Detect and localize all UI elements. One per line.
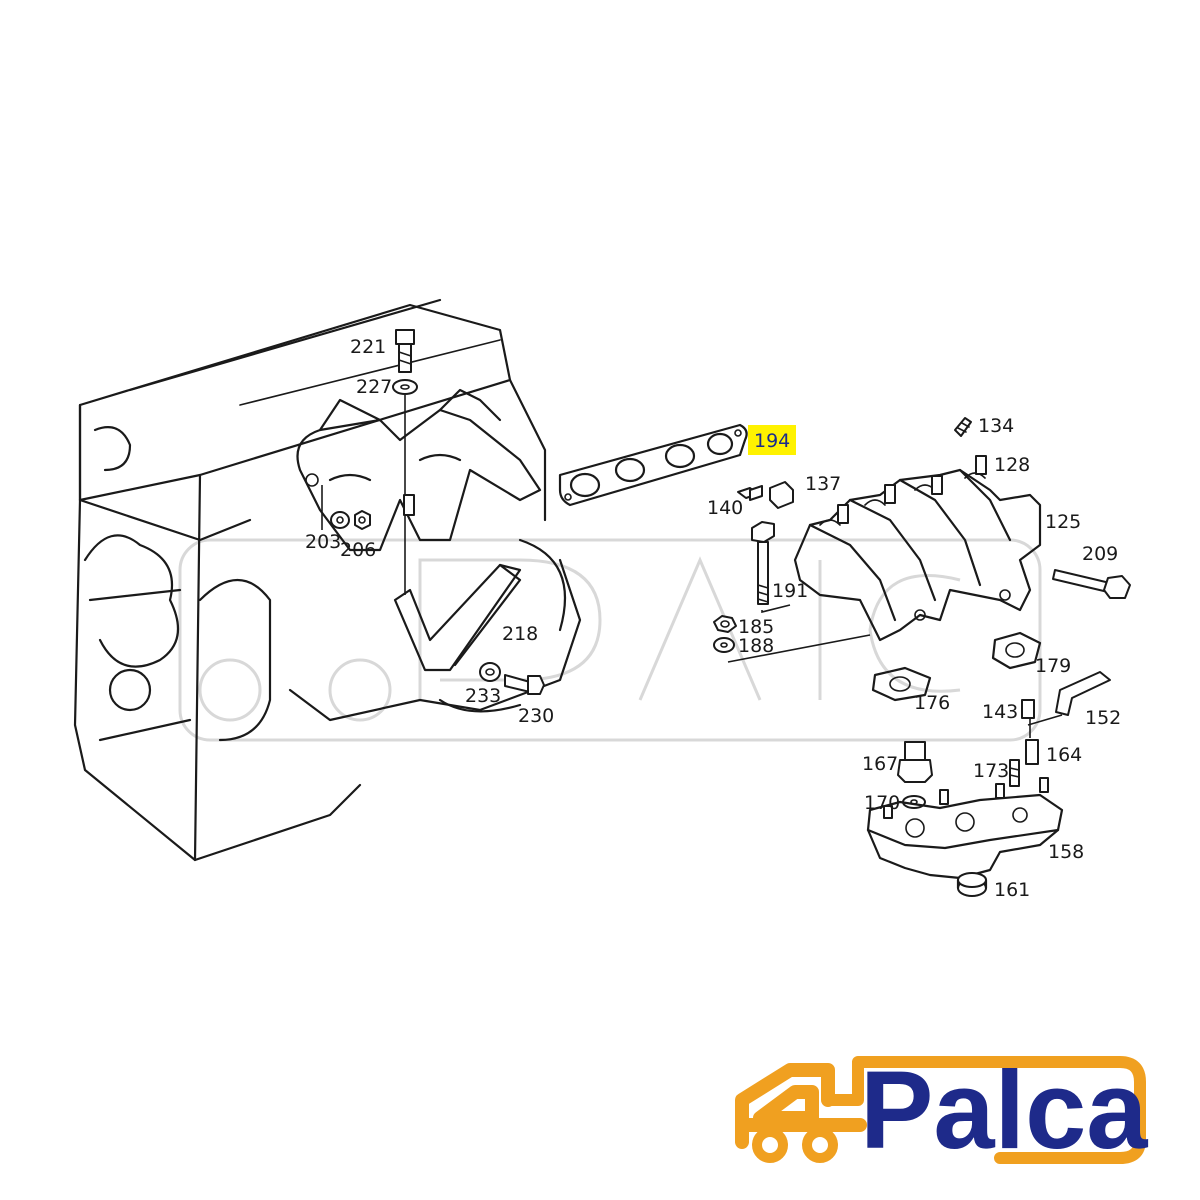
callout-143: 143 (982, 701, 1018, 723)
watermark (178, 538, 1042, 742)
gasket-194 (558, 423, 748, 507)
callout-167: 167 (862, 753, 898, 775)
callout-185: 185 (738, 616, 774, 638)
pipe-152 (1055, 671, 1111, 716)
nut-185 (713, 615, 737, 633)
pin-128 (975, 455, 987, 475)
callout-227: 227 (356, 376, 392, 398)
callout-140: 140 (707, 497, 743, 519)
palca-logo: Palca (735, 1049, 1148, 1172)
gasket-179 (991, 631, 1042, 670)
gasket-176 (871, 666, 932, 702)
bolt-209 (1052, 569, 1131, 599)
truck-icon (735, 1063, 867, 1149)
logo-frame (822, 1056, 1146, 1164)
callout-137: 137 (805, 473, 841, 495)
bolt-191 (751, 521, 775, 605)
callout-230: 230 (518, 705, 554, 727)
callout-158: 158 (1048, 841, 1084, 863)
callout-173: 173 (973, 760, 1009, 782)
stud-173 (1009, 759, 1020, 787)
callout-176: 176 (914, 692, 950, 714)
washer-188 (713, 637, 735, 653)
callout-221: 221 (350, 336, 386, 358)
highlight-194 (748, 425, 796, 455)
stud-204 (403, 494, 415, 516)
brand-name: Palca (860, 1049, 1148, 1172)
callout-125: 125 (1045, 511, 1081, 533)
washer-233 (479, 662, 501, 682)
sleeve-143 (1021, 699, 1035, 719)
callout-164: 164 (1046, 744, 1082, 766)
callout-188: 188 (738, 635, 774, 657)
housing-158 (866, 777, 1064, 880)
callout-191: 191 (772, 580, 808, 602)
intake-manifold-125 (793, 468, 1042, 642)
truck-wheel-rear-icon (802, 1127, 838, 1163)
truck-wheel-front-icon (752, 1127, 788, 1163)
callout-194: 194 (754, 430, 790, 452)
nut-206 (354, 510, 371, 530)
callout-179: 179 (1035, 655, 1071, 677)
callout-170: 170 (864, 792, 900, 814)
callout-209: 209 (1082, 543, 1118, 565)
clip-137 (769, 481, 794, 509)
callout-233: 233 (465, 685, 501, 707)
callout-161: 161 (994, 879, 1030, 901)
screw-140 (737, 485, 763, 501)
plug-161 (956, 872, 988, 897)
callout-206: 206 (340, 539, 376, 561)
bolt-230 (504, 674, 545, 695)
callout-152: 152 (1085, 707, 1121, 729)
callout-218: 218 (502, 623, 538, 645)
sleeve-164 (1025, 739, 1039, 765)
washer-227 (392, 379, 418, 395)
washer-203 (330, 511, 350, 529)
callout-labels: 221 227 203 206 218 233 230 194 134 128 … (305, 336, 1121, 901)
stud-134 (954, 417, 972, 437)
callout-134: 134 (978, 415, 1014, 437)
callout-203: 203 (305, 531, 341, 553)
engine-block-drawing (73, 298, 582, 862)
callout-128: 128 (994, 454, 1030, 476)
bolt-221 (395, 329, 415, 373)
connector-167 (897, 741, 933, 783)
